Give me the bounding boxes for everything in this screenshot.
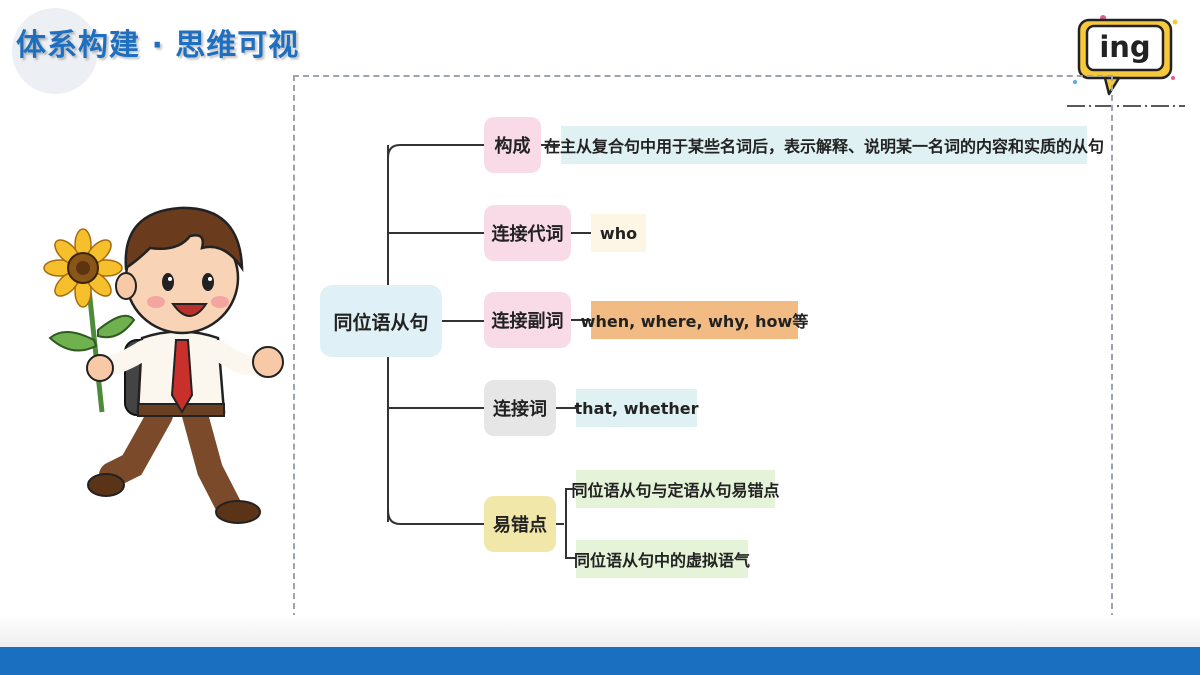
leaf-error-subjunctive-mood: 同位语从句中的虚拟语气 [574,540,750,578]
leaf-pronoun-who: who [591,214,646,252]
mindmap-root: 同位语从句 [320,285,442,357]
leaf-composition-definition: 在主从复合句中用于某些名词后，表示解释、说明某一名词的内容和实质的从句 [544,126,1104,164]
boy-with-sunflower-illustration [43,206,284,524]
branch-connective-pronouns: 连接代词 [484,205,571,261]
leaf-adverbs-list: when, where, why, how等 [581,301,808,339]
leaf-error-vs-attributive-clause: 同位语从句与定语从句易错点 [572,470,780,508]
page-title: 体系构建 · 思维可视 [16,28,300,63]
branch-common-errors: 易错点 [484,496,556,552]
footer-bar [0,647,1200,675]
branch-connective-adverbs: 连接副词 [484,292,571,348]
floor-shadow [0,615,1200,647]
leaf-conjunctions-list: that, whether [575,389,698,427]
branch-conjunctions: 连接词 [484,380,556,436]
title-decoration [12,8,98,94]
branch-composition: 构成 [484,117,541,173]
ing-badge-text: ing [1099,30,1150,64]
